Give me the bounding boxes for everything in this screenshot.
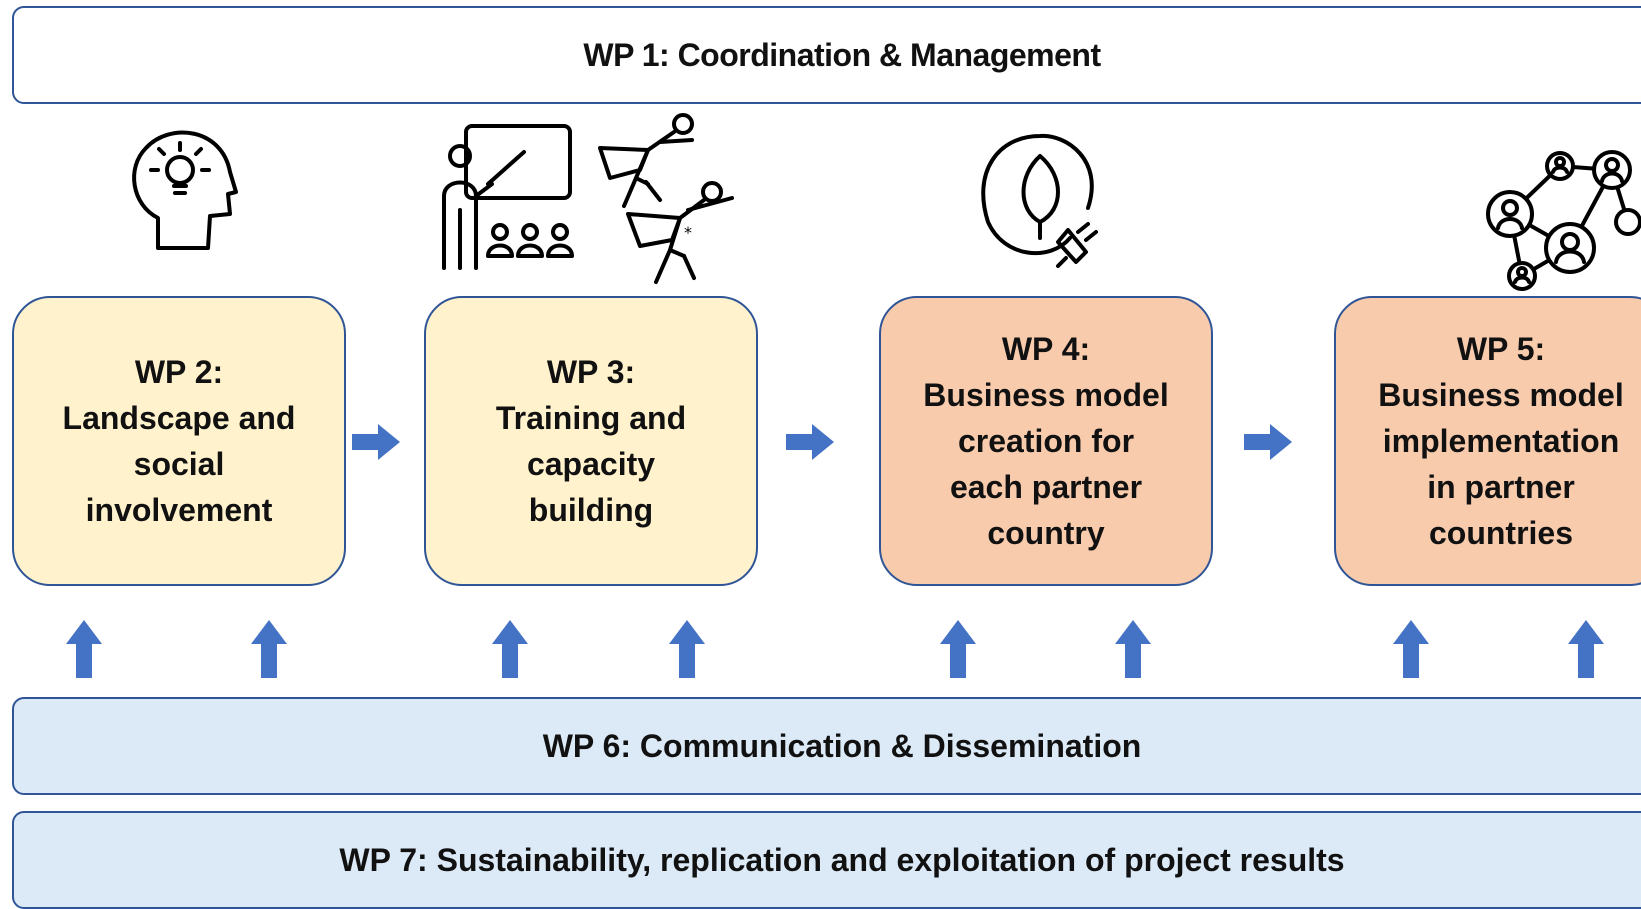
teacher-classroom-icon	[442, 124, 574, 270]
wp3-line: capacity	[526, 446, 656, 482]
up-arrow	[251, 620, 287, 678]
wp4-line: Business model	[923, 377, 1169, 413]
wp2-line: Landscape and	[62, 400, 296, 436]
wp5-line: Business model	[1378, 377, 1624, 413]
wp4-line: WP 4:	[1001, 331, 1091, 367]
wp2-line: social	[133, 446, 225, 482]
flow-arrow-wp2-wp3	[352, 424, 400, 460]
up-arrow	[669, 620, 705, 678]
wp5-line: countries	[1428, 515, 1574, 551]
lightbulb-head-icon	[132, 130, 238, 250]
superheroes-icon: *	[598, 113, 734, 284]
up-arrow	[1393, 620, 1429, 678]
wp4-line: country	[987, 515, 1105, 551]
wp2-box: WP 2: Landscape and social involvement	[12, 296, 346, 586]
wp3-line: Training and	[495, 400, 687, 436]
wp4-box: WP 4: Business model creation for each p…	[879, 296, 1213, 586]
wp2-line: involvement	[85, 492, 273, 528]
people-network-icon	[1486, 150, 1641, 291]
wp7-label: WP 7: Sustainability, replication and ex…	[339, 841, 1345, 878]
wp5-line: in partner	[1427, 469, 1575, 505]
flow-arrow-wp3-wp4	[786, 424, 834, 460]
wp6-label: WP 6: Communication & Dissemination	[542, 727, 1142, 764]
svg-text:*: *	[684, 223, 692, 242]
wp5-line: implementation	[1382, 423, 1620, 459]
wp4-line: creation for	[957, 423, 1135, 459]
wp5-line: WP 5:	[1456, 331, 1546, 367]
wp4-line: each partner	[949, 469, 1143, 505]
wp2-line: WP 2:	[134, 354, 224, 390]
up-arrow	[1568, 620, 1604, 678]
wp1-coordination-band: WP 1: Coordination & Management	[12, 6, 1641, 104]
wp6-communication-band: WP 6: Communication & Dissemination	[12, 697, 1641, 795]
wp3-box: WP 3: Training and capacity building	[424, 296, 758, 586]
leaf-plug-icon	[981, 133, 1098, 268]
up-arrow	[1115, 620, 1151, 678]
wp5-box: WP 5: Business model implementation in p…	[1334, 296, 1641, 586]
wp3-line: building	[528, 492, 654, 528]
up-arrow	[66, 620, 102, 678]
wp7-sustainability-band: WP 7: Sustainability, replication and ex…	[12, 811, 1641, 909]
wp1-label: WP 1: Coordination & Management	[583, 36, 1101, 73]
wp3-line: WP 3:	[546, 354, 636, 390]
up-arrow	[940, 620, 976, 678]
flow-arrow-wp4-wp5	[1244, 424, 1292, 460]
up-arrow	[492, 620, 528, 678]
